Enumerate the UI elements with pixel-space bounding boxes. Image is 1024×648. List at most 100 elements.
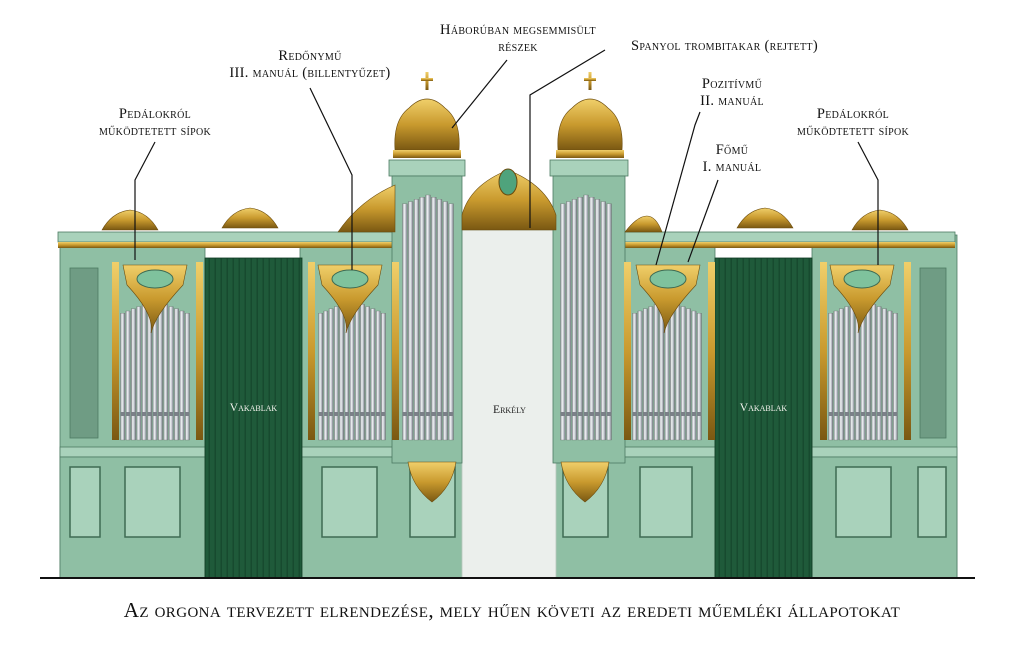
tower-cap-0 — [388, 159, 466, 177]
gold-strip-5 — [708, 262, 715, 440]
pedal-left-mouth-2 — [131, 412, 136, 416]
tower-right-pipe-1 — [566, 201, 572, 441]
swell-pipe-7 — [354, 302, 360, 441]
tower-left-pipe-6 — [437, 199, 443, 441]
swell-mouth-8 — [360, 412, 365, 416]
pedal-right-pipe-3 — [844, 306, 850, 441]
swell-mouth-1 — [323, 412, 328, 416]
tower-left-pipe-8 — [448, 203, 454, 441]
tower-right-pipe-2 — [571, 199, 577, 441]
pedal-right-mouth-10 — [882, 412, 887, 416]
tower-right-mouth-3 — [577, 412, 583, 416]
leader-great — [687, 179, 719, 263]
crown-1 — [557, 98, 623, 151]
swell-pipe-9 — [365, 306, 370, 441]
tower-left-pipe-5 — [431, 197, 437, 441]
caption: Az orgona tervezett elrendezése, mely hű… — [123, 598, 901, 622]
positive-pipe-9 — [680, 306, 686, 441]
base-ledge-0 — [59, 446, 206, 458]
swell-pipe-0 — [318, 313, 323, 441]
base-panel-6 — [835, 466, 892, 538]
positive-mouth-8 — [675, 412, 680, 416]
cornice-gold-1 — [553, 242, 955, 248]
leader-pedal-right — [857, 141, 879, 265]
positive-pipe-8 — [675, 304, 681, 441]
swell-pipe-1 — [323, 310, 329, 441]
positive-pipe-7 — [670, 302, 675, 441]
tower-right-mouth-6 — [595, 412, 600, 416]
positive-pipe-3 — [648, 306, 654, 441]
tower-carving-1 — [560, 461, 610, 503]
pedal-left-mouth-0 — [120, 412, 125, 416]
pedal-right-pipe-10 — [882, 308, 887, 441]
swell-pipe-10 — [370, 308, 376, 441]
base-ledge-3 — [811, 446, 958, 458]
tower-right-mouth-0 — [560, 412, 566, 416]
positive-pipe-12 — [696, 313, 702, 441]
label-fake-window-left: Vakablak — [229, 402, 278, 414]
swell-mouth-5 — [344, 412, 349, 416]
pedal-left-pipe-7 — [158, 302, 163, 441]
pedal-left-pipe-10 — [174, 308, 179, 441]
positive-mouth-0 — [632, 412, 637, 416]
tower-left-mouth-7 — [442, 412, 448, 416]
swell-mouth-0 — [318, 412, 323, 416]
positive-mouth-3 — [648, 412, 654, 416]
tower-left-mouth-8 — [448, 412, 454, 416]
positive-mouth-5 — [659, 412, 664, 416]
swell-mouth-12 — [381, 412, 386, 416]
tower-right-mouth-8 — [606, 412, 612, 416]
positive-pipe-0 — [632, 313, 638, 441]
positive-mouth-2 — [643, 412, 648, 416]
base-panel-1 — [124, 466, 181, 538]
pedal-right-mouth-3 — [844, 412, 850, 416]
cross-bar-0 — [421, 78, 433, 81]
leader-spanish — [529, 49, 606, 228]
pedal-left-mouth-5 — [147, 412, 152, 416]
tower-left-pipe-1 — [408, 201, 414, 441]
pedal-left-mouth-7 — [158, 412, 163, 416]
tower-left-mouth-1 — [408, 412, 414, 416]
crest-3 — [851, 209, 909, 231]
pedal-right-pipe-0 — [828, 313, 834, 441]
gold-strip-7 — [904, 262, 911, 440]
balcony-opening — [461, 229, 557, 579]
tower-right-pipe-6 — [595, 199, 601, 441]
swell-pipe-4 — [339, 304, 344, 441]
pedal-right-pipe-4 — [849, 304, 855, 441]
pedal-right-mouth-6 — [860, 412, 866, 416]
gold-strip-3 — [392, 262, 399, 440]
fake-window-left — [204, 257, 303, 579]
base-panel-2 — [321, 466, 378, 538]
swell-pipe-12 — [381, 313, 386, 441]
tower-right-mouth-7 — [600, 412, 606, 416]
crown-band-1 — [556, 150, 624, 158]
positive-pipe-1 — [637, 310, 643, 441]
label-spanish-trumpets: Spanyol trombitakar (rejtett) — [631, 38, 818, 54]
crown-0 — [394, 98, 460, 151]
side-grille-right — [919, 267, 947, 439]
pedal-right-pipe-12 — [892, 313, 898, 441]
positive-pipe-2 — [643, 308, 648, 441]
swell-mouth-6 — [349, 412, 355, 416]
base-panel-0 — [69, 466, 101, 538]
cornice-gold-0 — [58, 242, 465, 248]
tower-right-mouth-5 — [589, 412, 595, 416]
gold-strip-4 — [624, 262, 631, 440]
base-panel-7 — [917, 466, 947, 538]
pedal-right-mouth-4 — [850, 412, 855, 416]
positive-pipe-5 — [659, 302, 664, 441]
pedal-left-mouth-6 — [152, 412, 158, 416]
positive-mouth-1 — [637, 412, 643, 416]
tower-left-mouth-6 — [437, 412, 442, 416]
pedal-right-mouth-7 — [866, 412, 871, 416]
swell-pipe-11 — [375, 310, 381, 441]
pedal-left-pipe-1 — [125, 310, 131, 441]
positive-mouth-6 — [664, 412, 670, 416]
